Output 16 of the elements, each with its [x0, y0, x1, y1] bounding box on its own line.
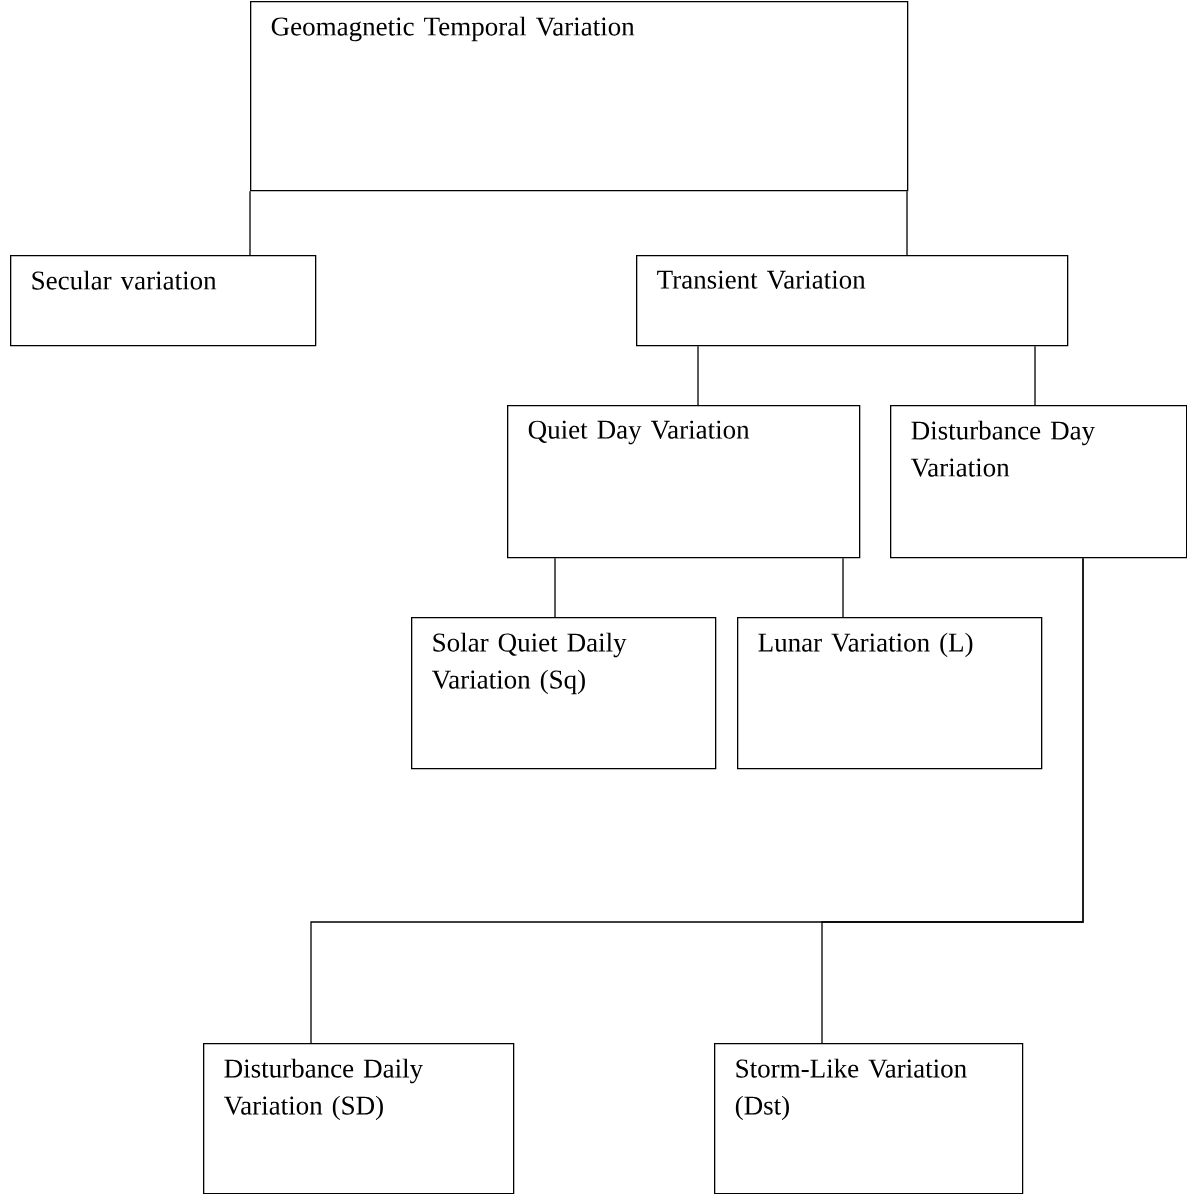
box: Secular variation: [10, 255, 317, 347]
box: Solar Quiet Daily Variation (Sq): [411, 617, 717, 770]
connector-line: [554, 557, 556, 618]
connector-line: [1034, 345, 1036, 406]
box: Disturbance Day Variation: [890, 405, 1187, 559]
box: Lunar Variation (L): [737, 617, 1043, 770]
box: Disturbance Daily Variation (SD): [203, 1043, 515, 1194]
connector-line: [842, 557, 844, 618]
box: Storm-Like Variation (Dst): [714, 1043, 1024, 1194]
box: Geomagnetic Temporal Variation: [250, 1, 909, 192]
connector-line: [249, 190, 251, 256]
box: Transient Variation: [636, 255, 1069, 347]
connector-line: [906, 190, 908, 256]
connector-line: [821, 557, 1084, 1044]
box: Quiet Day Variation: [507, 405, 861, 559]
connector-line: [697, 345, 699, 406]
